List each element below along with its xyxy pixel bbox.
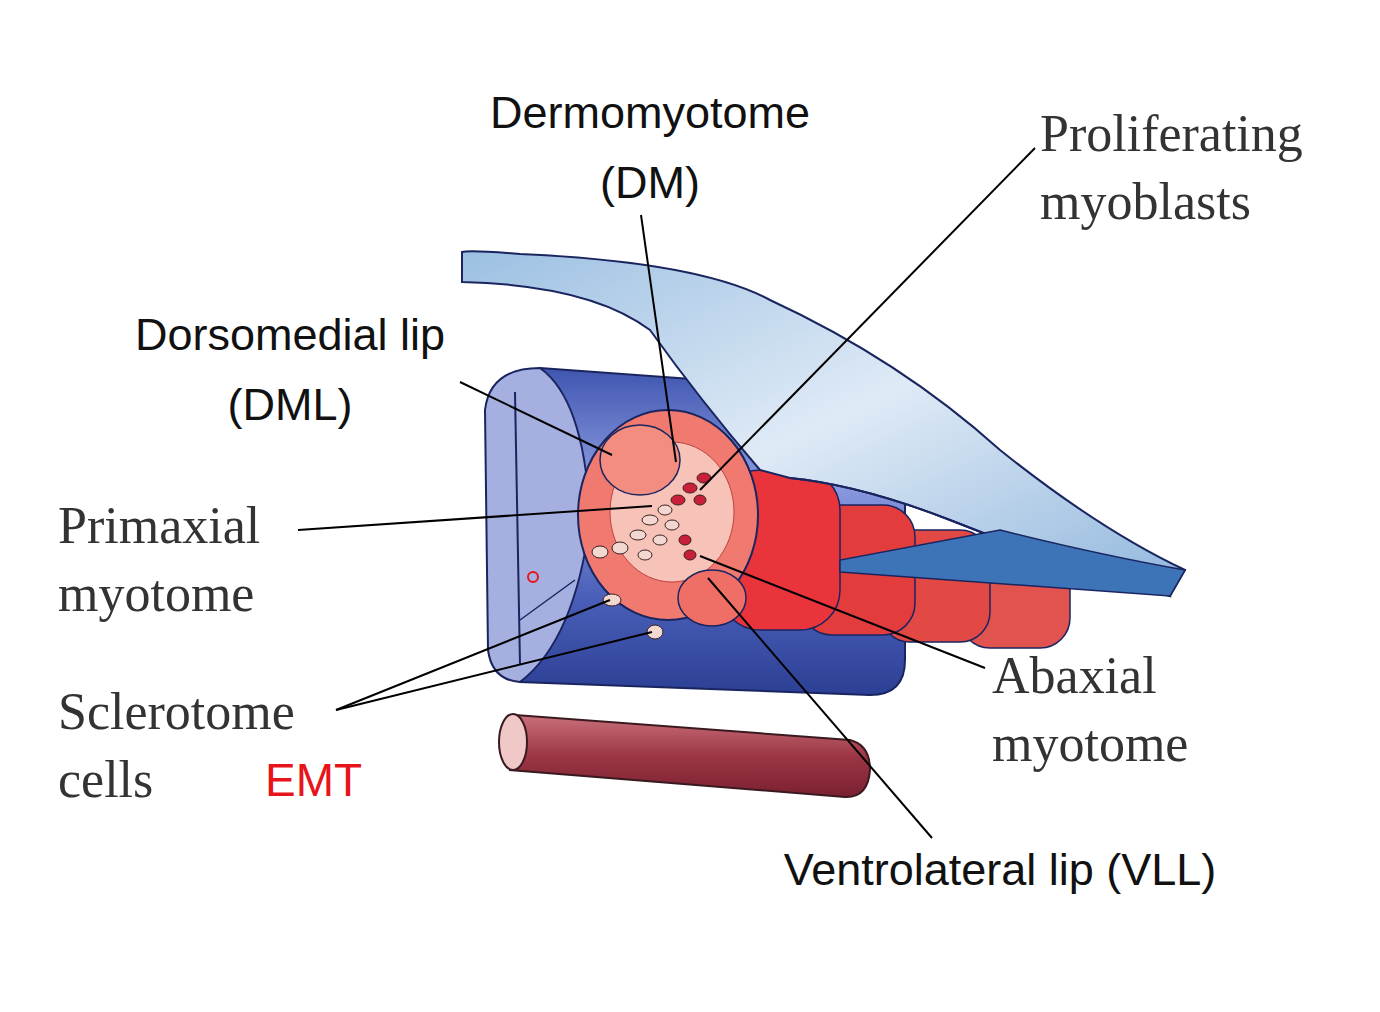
- tube-face: [485, 368, 590, 682]
- myoblast: [671, 495, 685, 505]
- leader-line: [336, 632, 652, 710]
- marker-dot: [528, 572, 538, 582]
- aorta-end: [499, 714, 527, 770]
- structure-label: Ventrolateral lip (VLL): [780, 835, 1220, 905]
- tube-edge: [520, 580, 575, 620]
- sheet-edge: [790, 478, 1185, 596]
- cell: [658, 505, 672, 515]
- aorta-body: [510, 715, 870, 797]
- cell: [638, 550, 652, 560]
- leader-line: [708, 578, 932, 838]
- leader-line: [460, 382, 612, 455]
- process-label: EMT: [265, 752, 405, 808]
- structure-label: Dorsomedial lip (DML): [75, 300, 505, 440]
- leader-line: [336, 600, 610, 710]
- cell: [653, 535, 667, 545]
- leader-lines: [298, 148, 1035, 838]
- leader-line: [298, 506, 652, 530]
- cell-cluster: [592, 473, 711, 639]
- ventrolateral-lip: [678, 570, 746, 626]
- myoblast: [694, 495, 706, 505]
- leader-line: [700, 556, 985, 668]
- structure-label: Abaxial myotome: [992, 642, 1272, 778]
- cell: [665, 520, 679, 530]
- tube-midline: [515, 392, 520, 665]
- myoblast: [684, 550, 696, 560]
- structure-label: Proliferating myoblasts: [1040, 100, 1380, 236]
- cell: [612, 542, 628, 554]
- dorsomedial-lip: [600, 425, 680, 495]
- sheet-thickness: [840, 530, 1185, 596]
- myoblast: [679, 535, 691, 545]
- ectoderm-sheet: [462, 251, 1185, 596]
- cell: [630, 530, 646, 540]
- sclerotome-cell: [603, 594, 621, 606]
- cell: [642, 515, 658, 525]
- structure-label: Primaxial myotome: [58, 492, 328, 628]
- myoblast: [683, 483, 697, 493]
- cell: [592, 546, 608, 558]
- leader-line: [641, 215, 676, 462]
- leader-line: [700, 148, 1035, 490]
- structure-label: Dermomyotome (DM): [440, 78, 860, 218]
